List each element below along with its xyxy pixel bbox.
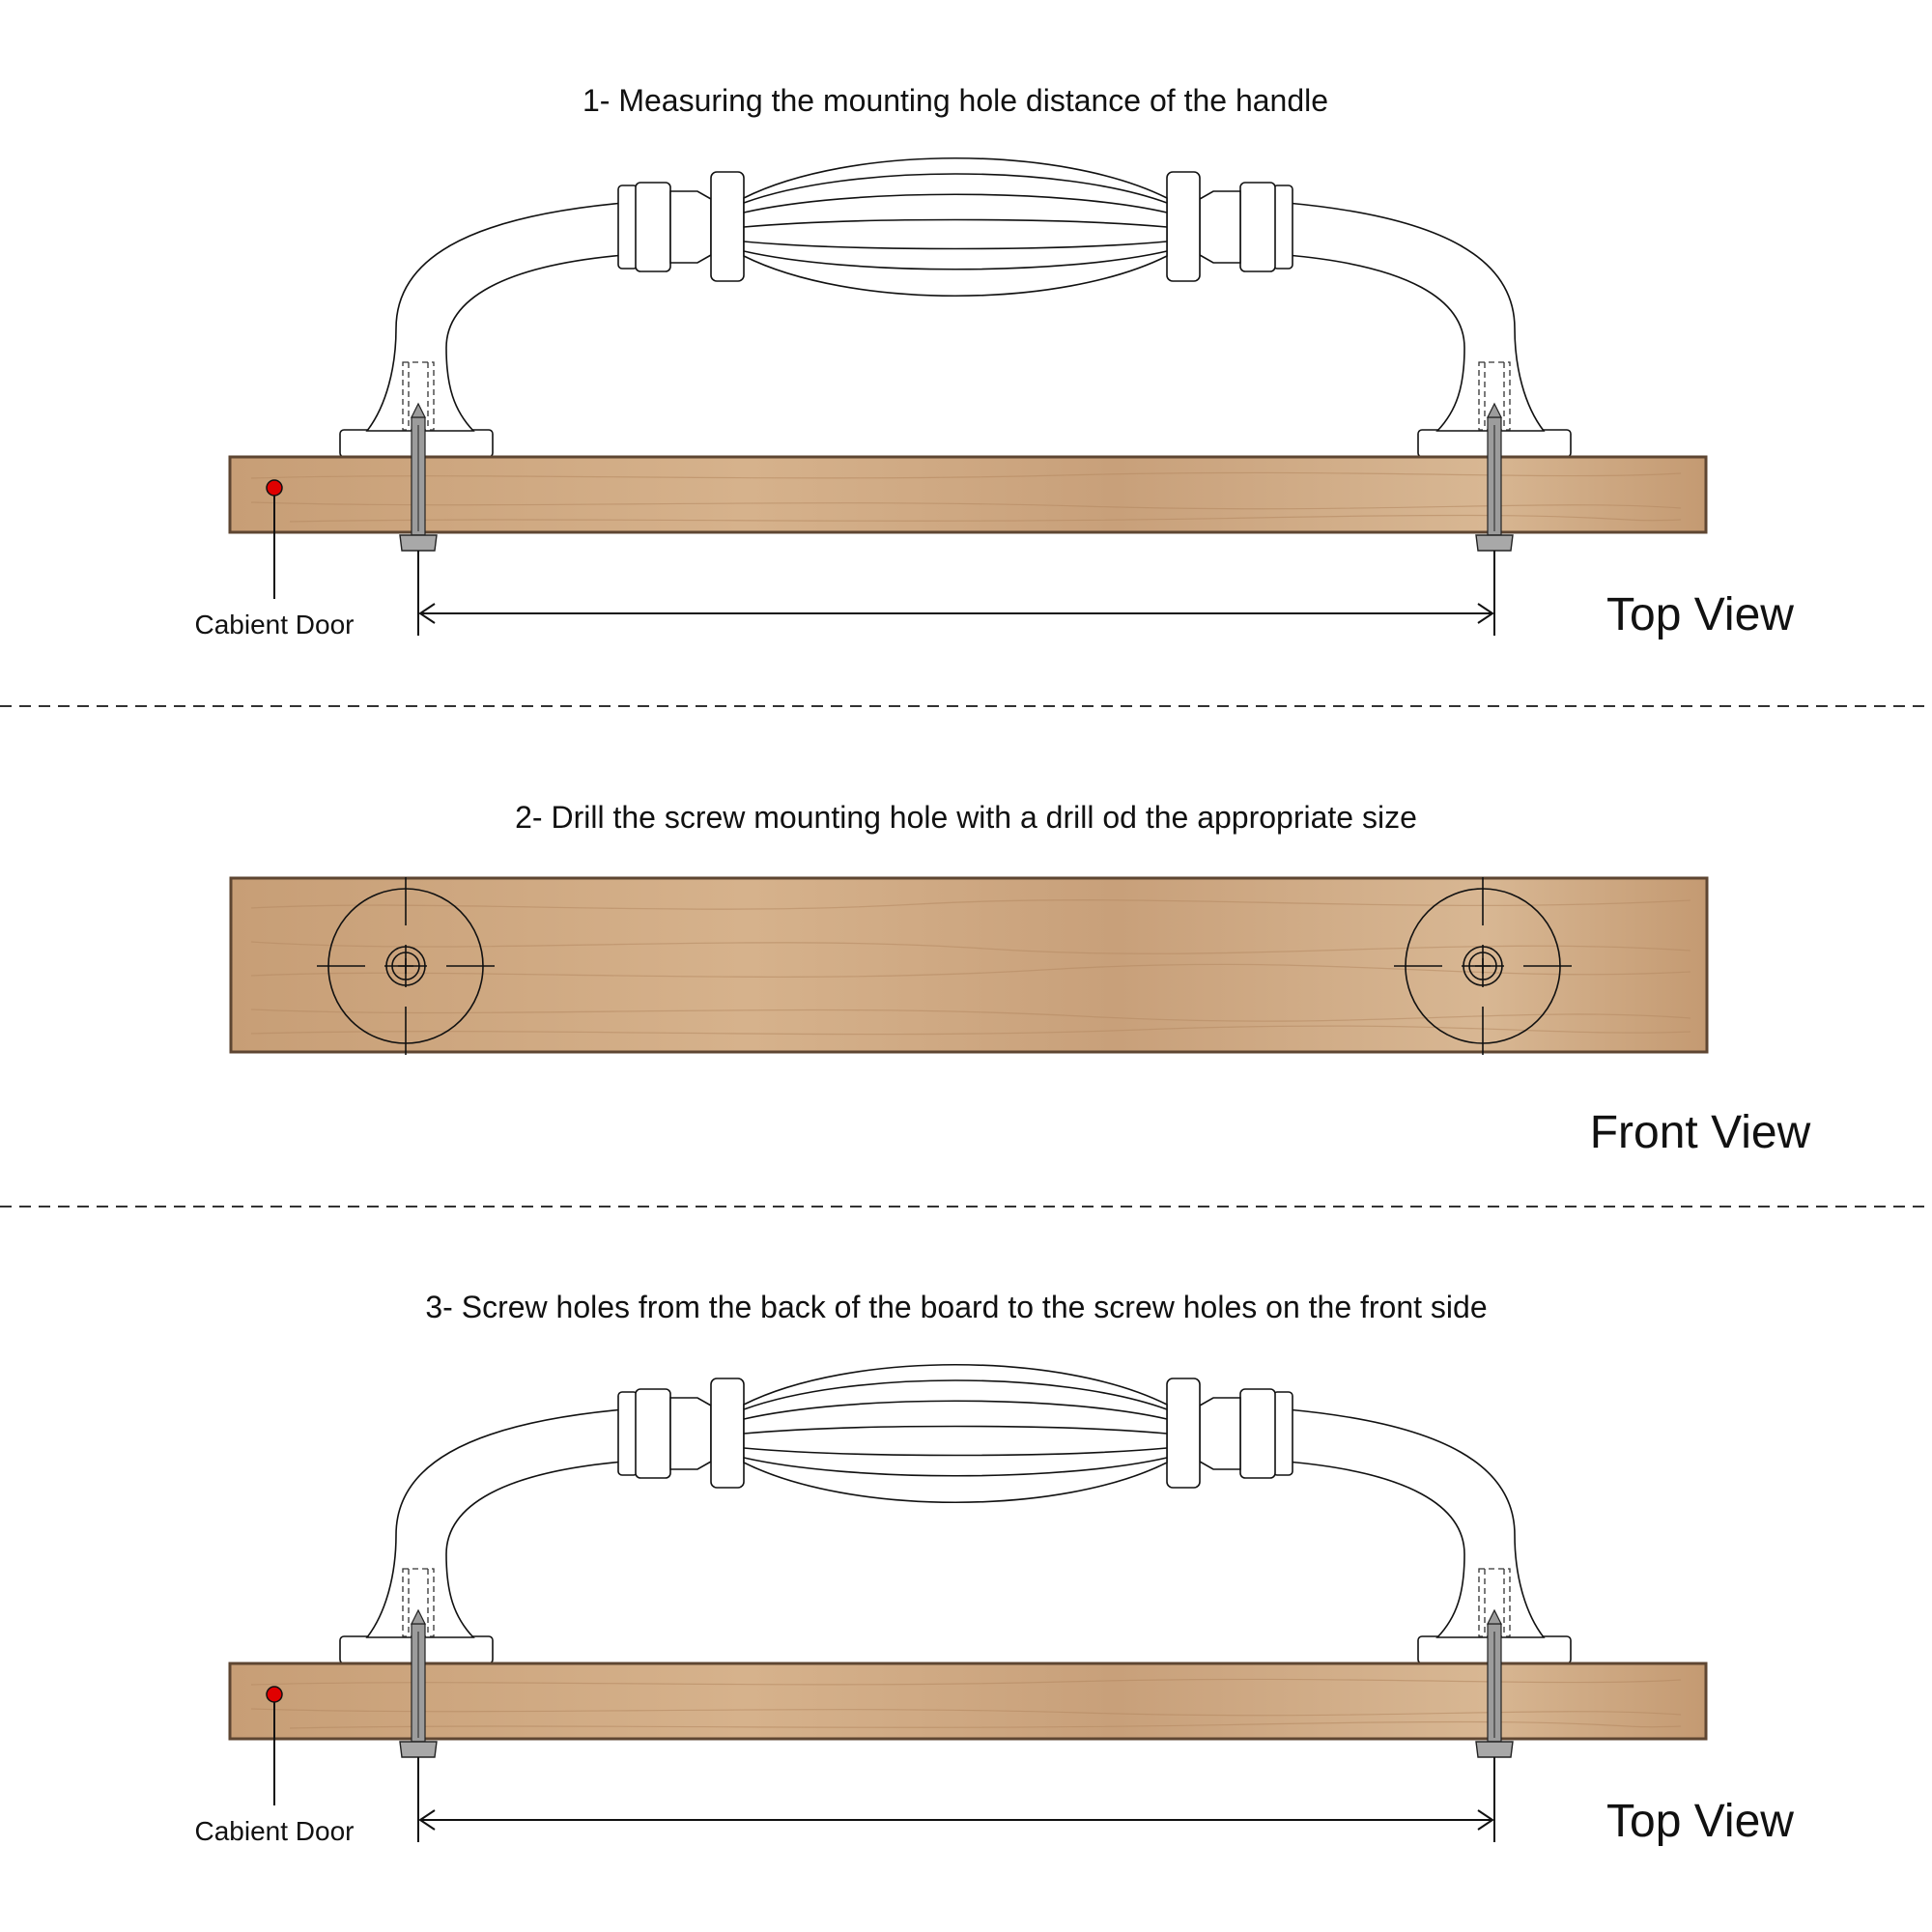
handle-drawing xyxy=(339,1363,1572,1664)
handle-drawing xyxy=(339,156,1572,458)
step-3-title: 3- Screw holes from the back of the boar… xyxy=(425,1290,1487,1324)
view-label: Top View xyxy=(1606,589,1794,640)
view-label: Front View xyxy=(1590,1107,1811,1158)
view-label: Top View xyxy=(1606,1796,1794,1847)
step-2: 2- Drill the screw mounting hole with a … xyxy=(229,800,1811,1158)
cabinet-door-label: Cabient Door xyxy=(195,1816,355,1846)
marker-dot xyxy=(266,479,283,497)
dimension-line xyxy=(417,551,1495,636)
cabinet-door-board-front xyxy=(229,876,1709,1054)
dimension-line xyxy=(417,1757,1495,1842)
drill-mark-right xyxy=(1394,877,1572,1055)
step-2-title: 2- Drill the screw mounting hole with a … xyxy=(515,800,1417,835)
step-1-title: 1- Measuring the mounting hole distance … xyxy=(582,83,1328,118)
step-3: 3- Screw holes from the back of the boar… xyxy=(195,1290,1795,1847)
drill-mark-left xyxy=(317,877,495,1055)
step-1: 1- Measuring the mounting hole distance … xyxy=(195,83,1795,640)
cabinet-door-label: Cabient Door xyxy=(195,610,355,639)
marker-dot xyxy=(266,1686,283,1703)
